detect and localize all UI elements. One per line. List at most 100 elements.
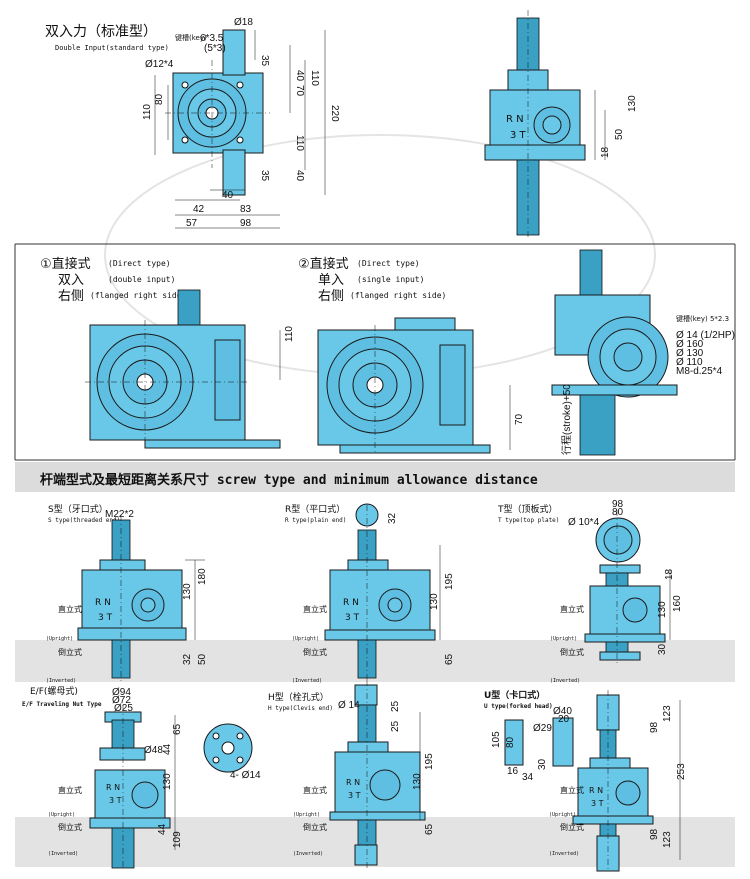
t-inverted-cn: 倒立式 xyxy=(560,647,584,657)
r-upright-en: (Upright) xyxy=(292,636,319,642)
r-d65: 65 xyxy=(444,653,455,665)
r-rn: R N xyxy=(343,598,359,608)
h-d195: 195 xyxy=(424,753,435,770)
t-d130: 130 xyxy=(657,601,668,618)
t-upright-cn: 直立式 xyxy=(560,604,584,614)
ef-flange-plan xyxy=(203,723,253,773)
r-3t: 3 T xyxy=(345,613,360,623)
dim-40b: 40 xyxy=(294,170,305,182)
dim-w40: 40 xyxy=(222,190,234,201)
ef-d109: 109 xyxy=(172,831,183,848)
ef-3t: 3 T xyxy=(109,796,122,805)
u-d34: 34 xyxy=(522,772,534,783)
u-fork-detail xyxy=(504,717,574,767)
flange-d130: Ø 130 xyxy=(676,348,704,359)
r-d32: 32 xyxy=(387,512,398,524)
left-en-title: (Direct type) xyxy=(108,259,171,268)
left-mode: 双入 xyxy=(58,273,84,288)
s-en: S type(threaded end) xyxy=(48,517,120,524)
u-inverted-en: (Inverted) xyxy=(549,851,579,857)
key-alt: (5*3) xyxy=(204,43,226,54)
u-d80: 80 xyxy=(505,736,516,748)
right-en-mode: (single input) xyxy=(357,275,424,284)
dim-w57: 57 xyxy=(186,218,198,229)
section-title: 杆端型式及最短距离关系尺寸 screw type and minimum all… xyxy=(40,472,538,488)
unit-rn-top: R N xyxy=(506,114,524,125)
r-type-assembly xyxy=(324,503,441,682)
s-type-assembly xyxy=(77,515,205,682)
flange-d110: Ø 110 xyxy=(676,357,703,368)
r-inverted-cn: 倒立式 xyxy=(303,647,327,657)
direct-double-assembly xyxy=(85,289,281,450)
top-subtitle: Double Input(standard type) xyxy=(55,44,169,52)
dim-35b: 35 xyxy=(259,170,270,182)
t-inverted-en: (Inverted) xyxy=(550,678,580,684)
u-inverted-cn: 倒立式 xyxy=(560,822,584,832)
u-d20: 20 xyxy=(558,714,570,725)
u-rn: R N xyxy=(589,786,603,795)
dim-80: 80 xyxy=(154,93,165,105)
h-d25b: 25 xyxy=(390,720,401,732)
s-3t: 3 T xyxy=(98,613,113,623)
key-label: 键槽(key) xyxy=(175,33,207,42)
s-rn: R N xyxy=(95,598,111,608)
ef-en: E/F Traveling Nut Type xyxy=(22,701,102,708)
t-en: T type(top plate) xyxy=(498,517,559,524)
dim-70: 70 xyxy=(294,85,305,97)
top-title: 双入力（标准型） xyxy=(45,24,157,40)
right-en-title: (Direct type) xyxy=(357,259,420,268)
h-upright-cn: 直立式 xyxy=(303,785,327,795)
h-rn: R N xyxy=(346,778,360,787)
right-side: 右侧 xyxy=(318,289,344,304)
dim-35a: 35 xyxy=(259,55,270,67)
dim-r50: 50 xyxy=(614,128,625,140)
ef-d48: Ø48 xyxy=(144,745,163,756)
u-d30: 30 xyxy=(537,758,548,770)
flange-side-assembly xyxy=(551,249,678,456)
s-d180: 180 xyxy=(197,568,208,585)
r-d130: 130 xyxy=(429,593,440,610)
t-d80: 80 xyxy=(612,507,624,518)
h-d14: Ø 14 xyxy=(338,700,360,711)
double-input-side-view xyxy=(484,10,606,240)
direct-single-assembly xyxy=(317,317,511,455)
ef-upright-en: (Upright) xyxy=(48,812,75,818)
ef-inverted-en: (Inverted) xyxy=(48,851,78,857)
right-en-side: (flanged right side) xyxy=(350,291,446,300)
u-3t: 3 T xyxy=(591,799,604,808)
t-title: T型（顶板式） xyxy=(497,503,558,515)
u-d40: Ø40 xyxy=(553,706,572,717)
u-d123b: 123 xyxy=(662,831,673,848)
u-d98b: 98 xyxy=(649,828,660,840)
u-d98a: 98 xyxy=(649,721,660,733)
t-upright-en: (Upright) xyxy=(550,636,577,642)
flange-stroke: 行程(stroke)+50 xyxy=(560,384,573,455)
dim-right-70: 70 xyxy=(514,413,525,425)
dim-w42: 42 xyxy=(193,204,205,215)
dim-110c: 110 xyxy=(142,104,153,120)
dim-w83: 83 xyxy=(240,204,252,215)
u-d16: 16 xyxy=(507,766,519,777)
dim-40a: 40 xyxy=(294,70,305,82)
ef-rn: R N xyxy=(106,783,120,792)
dim-110b: 110 xyxy=(294,135,305,151)
dim-d12x4: Ø12*4 xyxy=(145,59,174,70)
t-type-assembly xyxy=(584,510,671,665)
u-en: U type(forked head) xyxy=(484,703,553,710)
ef-d65: 65 xyxy=(172,723,183,735)
flange-d160: Ø 160 xyxy=(676,339,704,350)
ef-d130: 130 xyxy=(162,773,173,790)
t-d18: 18 xyxy=(664,568,675,580)
key-size: 6*3.5 xyxy=(200,33,224,44)
s-thread: M22*2 xyxy=(105,509,134,520)
s-title: S型（牙口式） xyxy=(48,503,108,515)
dim-left-110: 110 xyxy=(284,326,295,342)
ef-type-assembly xyxy=(89,705,176,870)
ef-holes: 4- Ø14 xyxy=(230,770,261,781)
s-upright-cn: 直立式 xyxy=(58,604,82,614)
u-d253: 253 xyxy=(676,763,687,780)
r-upright-cn: 直立式 xyxy=(303,604,327,614)
s-d50: 50 xyxy=(197,653,208,665)
h-d130: 130 xyxy=(412,773,423,790)
ef-inverted-cn: 倒立式 xyxy=(58,822,82,832)
